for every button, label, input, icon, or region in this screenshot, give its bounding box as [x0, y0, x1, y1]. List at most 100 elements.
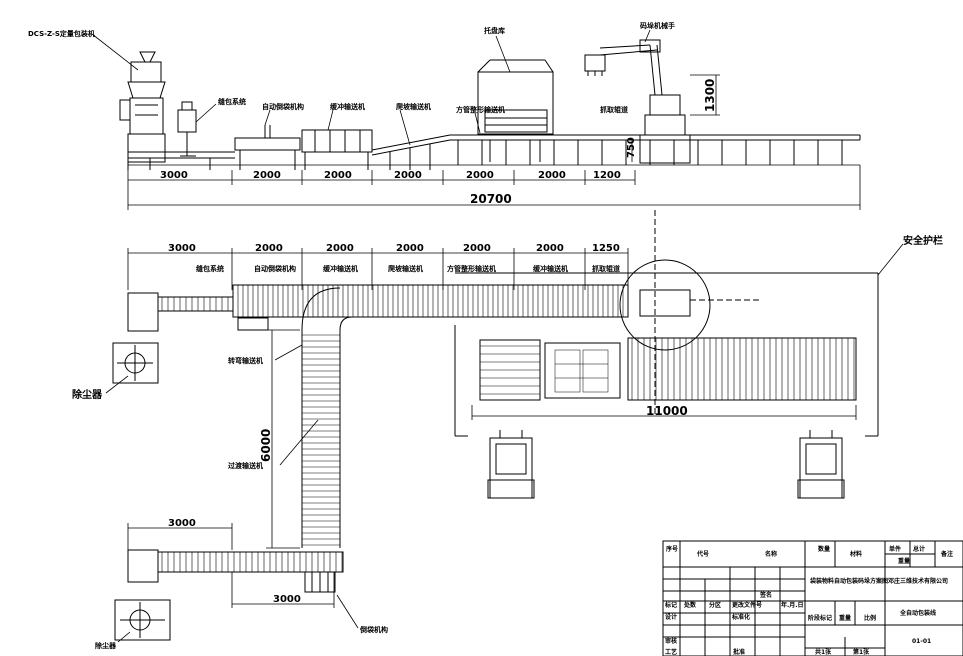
elev-dim-1: 3000 — [160, 170, 188, 181]
tb-h3: 数量 — [818, 545, 830, 553]
tb-h0: 序号 — [665, 545, 678, 553]
tb-weight: 重量 — [839, 614, 851, 622]
tb-count: 处数 — [683, 601, 697, 609]
plan-lower-dim2: 3000 — [273, 594, 301, 605]
auto-pour-frame — [234, 125, 301, 170]
dust-collector-1 — [112, 342, 159, 384]
tb-std: 标准化 — [731, 613, 750, 621]
tb-h4: 材料 — [849, 550, 862, 558]
plan-view: 3000 2000 2000 2000 2000 2000 1250 缝包系统 … — [72, 210, 943, 650]
plan-label-climb: 爬坡输送机 — [387, 264, 423, 273]
tb-h-weight: 重量 — [898, 557, 910, 565]
lower-conveyor — [127, 549, 344, 583]
plan-label-square: 方管整形输送机 — [447, 264, 496, 273]
pallet-storage — [477, 59, 554, 162]
tb-project: 全自动包装线 — [899, 609, 936, 617]
tb-approve: 批准 — [733, 648, 745, 656]
vertical-rollers — [302, 334, 340, 546]
tb-drawing-title: 袋装物料自动包装码垛方案图 — [809, 577, 888, 585]
pallet-rollers — [480, 338, 855, 400]
plan-lower-dim1: 3000 — [168, 518, 196, 529]
plan-dim-1: 3000 — [168, 243, 196, 254]
tb-scale: 比例 — [864, 614, 876, 622]
plan-dim-4: 2000 — [396, 243, 424, 254]
plan-label-pour: 倒袋机构 — [359, 625, 388, 634]
palletizer-robot — [584, 39, 691, 164]
tb-zone: 分区 — [709, 601, 721, 609]
tb-h5: 单件 — [889, 545, 901, 553]
lower-dim-1 — [127, 523, 233, 550]
elevation-view: DCS-Z-S定量包装机 缝包系统 自动倒袋机构 — [28, 21, 861, 210]
plan-dim-chain — [127, 248, 629, 290]
sewing-machine — [177, 101, 197, 157]
plan-label-transition: 过渡输送机 — [228, 461, 263, 470]
label-auto-pour: 自动倒袋机构 — [262, 102, 304, 111]
label-robot: 码垛机械手 — [640, 21, 675, 30]
dim-width: 11000 — [646, 404, 688, 418]
label-square: 方管整形输送机 — [456, 105, 505, 114]
lower-rollers — [161, 552, 343, 572]
tb-h6: 总计 — [913, 545, 925, 553]
low-conveyor — [128, 151, 235, 170]
forklift-2 — [797, 430, 845, 499]
tb-h2: 名称 — [765, 550, 777, 558]
dim-low: 750 — [626, 137, 637, 158]
height-dims — [631, 74, 720, 162]
dim-height: 1300 — [703, 79, 717, 112]
elev-total: 20700 — [470, 192, 512, 206]
plan-label-turn: 转弯输送机 — [228, 356, 263, 365]
tb-company: 邓庄三维技术有限公司 — [888, 577, 948, 585]
lower-dim-2 — [231, 572, 335, 608]
plan-rollers — [161, 285, 624, 317]
plan-label-buffer: 缓冲输送机 — [322, 264, 358, 273]
turn-inner — [339, 316, 353, 331]
tb-doc: 更改文件号 — [732, 601, 762, 609]
plan-dim-7: 1250 — [592, 243, 620, 254]
robot-plan — [619, 210, 760, 415]
label-packer: DCS-Z-S定量包装机 — [28, 29, 95, 38]
vertical-dim — [266, 329, 300, 549]
pour-mechanism — [304, 571, 336, 593]
tb-drawing-no: 01-01 — [912, 638, 931, 645]
dim-vertical: 6000 — [259, 429, 273, 462]
label-dust1: 除尘器 — [72, 388, 103, 401]
elev-dim-7: 1200 — [593, 170, 621, 181]
climbing-conveyor — [371, 134, 451, 170]
label-sewing: 缝包系统 — [218, 97, 246, 106]
tb-mark: 标记 — [664, 601, 677, 609]
turn-outer — [301, 287, 341, 331]
plan-dim-6: 2000 — [536, 243, 564, 254]
plan-label-buffer2: 缓冲输送机 — [532, 264, 568, 273]
high-conveyor — [450, 134, 861, 141]
label-guard: 安全护栏 — [903, 234, 943, 247]
elev-dim-3: 2000 — [324, 170, 352, 181]
elev-dim-6: 2000 — [538, 170, 566, 181]
tb-stage: 阶段标记 — [808, 614, 832, 622]
label-climb: 爬坡输送机 — [395, 102, 431, 111]
plan-label-sewing: 缝包系统 — [196, 264, 224, 273]
elev-dim-2: 2000 — [253, 170, 281, 181]
tb-review: 审核 — [665, 637, 677, 645]
tb-h1: 代号 — [696, 550, 709, 558]
safety-fence — [454, 272, 879, 437]
elev-dim-4: 2000 — [394, 170, 422, 181]
plan-label-auto-pour: 自动倒袋机构 — [254, 264, 296, 273]
plan-label-grab: 抓取辊道 — [592, 264, 620, 273]
label-storage: 托盘库 — [484, 26, 505, 35]
label-buffer: 缓冲输送机 — [329, 102, 365, 111]
tb-sign: 签名 — [759, 591, 772, 599]
tb-sheet: 第1张 — [852, 648, 870, 656]
plan-dim-3: 2000 — [326, 243, 354, 254]
elev-dim-chain — [127, 165, 861, 210]
dust-collector-2 — [114, 599, 171, 641]
elev-dim-5: 2000 — [466, 170, 494, 181]
tb-total-sheets: 共1张 — [815, 648, 832, 656]
label-grab: 抓取辊道 — [600, 105, 628, 114]
conveyor-legs — [457, 140, 843, 165]
pallet-stack — [554, 349, 609, 393]
tb-process: 工艺 — [665, 648, 677, 656]
title-block: 序号 代号 名称 数量 材料 单件 总计 备注 重量 标记 处数 分区 更改文件… — [662, 540, 963, 656]
plan-main-conveyor — [127, 284, 629, 332]
plan-dim-2: 2000 — [255, 243, 283, 254]
